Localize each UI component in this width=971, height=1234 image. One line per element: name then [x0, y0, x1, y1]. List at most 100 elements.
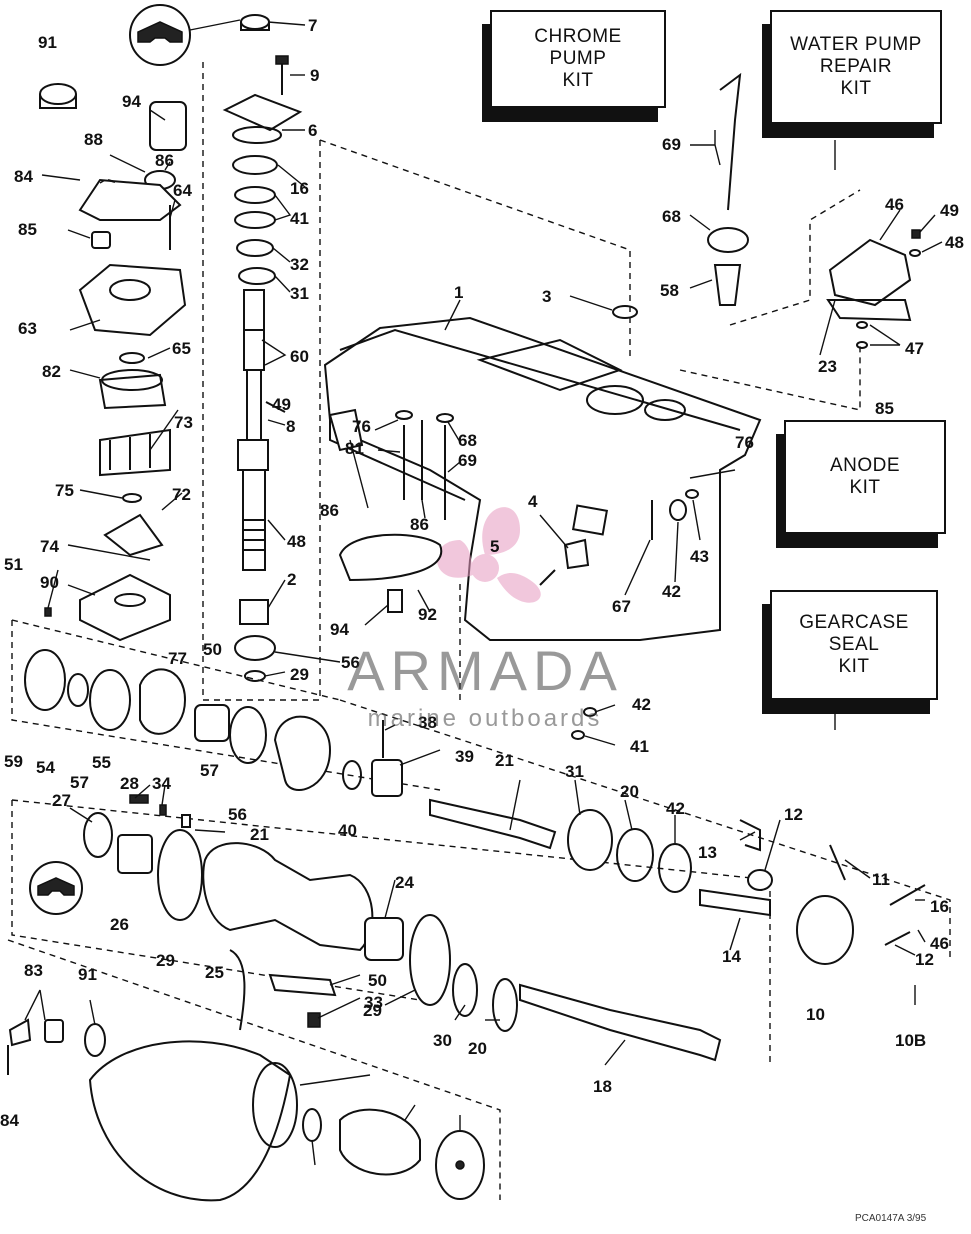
callout: 40: [338, 821, 357, 840]
water-pump-repair-kit-box: WATER PUMP REPAIR KIT: [770, 10, 942, 124]
callout: 77: [168, 649, 187, 668]
callout: 46: [885, 195, 904, 214]
assembly-guide-lines: [7, 62, 951, 1200]
callout: 91: [38, 33, 57, 52]
callout: 18: [593, 1077, 612, 1096]
watermark-subtitle: marine outboards: [367, 705, 603, 732]
callout: 14: [722, 947, 741, 966]
callout: 56: [228, 805, 247, 824]
callout: 23: [818, 357, 837, 376]
callout: 51: [4, 555, 23, 574]
callout: 31: [290, 284, 309, 303]
callout: 48: [287, 532, 306, 551]
water-pump-parts: [39, 83, 187, 642]
callout: 68: [458, 431, 477, 450]
callout: 84: [0, 1111, 19, 1130]
propeller-parts: [88, 949, 485, 1202]
callout: 91: [78, 965, 97, 984]
callout: 42: [632, 695, 651, 714]
callout: 90: [40, 573, 59, 592]
callout: 88: [84, 130, 103, 149]
callout: 5: [490, 537, 499, 556]
callout: 72: [172, 485, 191, 504]
callout: 38: [418, 713, 437, 732]
callout: 75: [55, 481, 74, 500]
callout: 32: [290, 255, 309, 274]
callout: 94: [330, 620, 349, 639]
callout: 2: [287, 570, 296, 589]
callout: 73: [174, 413, 193, 432]
callout: 57: [200, 761, 219, 780]
callout: 24: [395, 873, 414, 892]
callout: 84: [14, 167, 33, 186]
gearcase-seal-kit-box: GEARCASE SEAL KIT: [770, 590, 938, 700]
callout: 55: [92, 753, 111, 772]
callout: 67: [612, 597, 631, 616]
callout: 56: [341, 653, 360, 672]
callout: 12: [915, 950, 934, 969]
callout: 60: [290, 347, 309, 366]
callout: 83: [24, 961, 43, 980]
callout: 20: [468, 1039, 487, 1058]
seal-icons: [29, 4, 241, 915]
propeller-watermark: [436, 507, 541, 603]
callout: 10: [806, 1005, 825, 1024]
gearcase-housing: [323, 316, 762, 641]
callout: 41: [630, 737, 649, 756]
callout: 49: [272, 395, 291, 414]
callout: 64: [173, 181, 192, 200]
callout: 13: [698, 843, 717, 862]
callout: 65: [172, 339, 191, 358]
leader-lines: [24, 21, 943, 1166]
callout: 58: [660, 281, 679, 300]
callout: 29: [156, 951, 175, 970]
callout: 11: [872, 870, 890, 889]
callout: 34: [152, 774, 171, 793]
callout: 29: [290, 665, 309, 684]
callout: 28: [120, 774, 139, 793]
callout: 94: [122, 92, 141, 111]
callout: 25: [205, 963, 224, 982]
callout: 10B: [895, 1031, 926, 1050]
callout: 16: [930, 897, 949, 916]
callout: 47: [905, 339, 924, 358]
callout: 41: [290, 209, 309, 228]
callout: 49: [940, 201, 959, 220]
anode-kit-box: ANODE KIT: [784, 420, 946, 534]
callout: 26: [110, 915, 129, 934]
callout: 1: [454, 283, 463, 302]
callout: 63: [18, 319, 37, 338]
callout: 48: [945, 233, 964, 252]
callout: 86: [410, 515, 429, 534]
chrome-pump-kit-box: CHROME PUMP KIT: [490, 10, 666, 108]
callout: 85: [18, 220, 37, 239]
callout: 42: [666, 799, 685, 818]
callout: 69: [458, 451, 477, 470]
callout: 6: [308, 121, 317, 140]
callout: 21: [250, 825, 269, 844]
callout: 42: [662, 582, 681, 601]
callout: 43: [690, 547, 709, 566]
callout: 68: [662, 207, 681, 226]
callout: 54: [36, 758, 55, 777]
callout: 8: [286, 417, 295, 436]
callout: 7: [308, 16, 317, 35]
callout: 27: [52, 791, 71, 810]
callout: 81: [345, 439, 364, 458]
callout: 76: [352, 417, 371, 436]
callout: 33: [364, 993, 383, 1012]
callout: 3: [542, 287, 551, 306]
callout: 59: [4, 752, 23, 771]
callout: 16: [290, 179, 309, 198]
driveshaft-assembly: [222, 14, 303, 682]
callout: 30: [433, 1031, 452, 1050]
callout: 82: [42, 362, 61, 381]
callout: 46: [930, 934, 949, 953]
callout: 21: [495, 751, 514, 770]
drawing-code: PCA0147A 3/95: [855, 1213, 927, 1224]
callout: 29: [363, 1001, 382, 1020]
callout: 92: [418, 605, 437, 624]
callout: 31: [565, 762, 584, 781]
